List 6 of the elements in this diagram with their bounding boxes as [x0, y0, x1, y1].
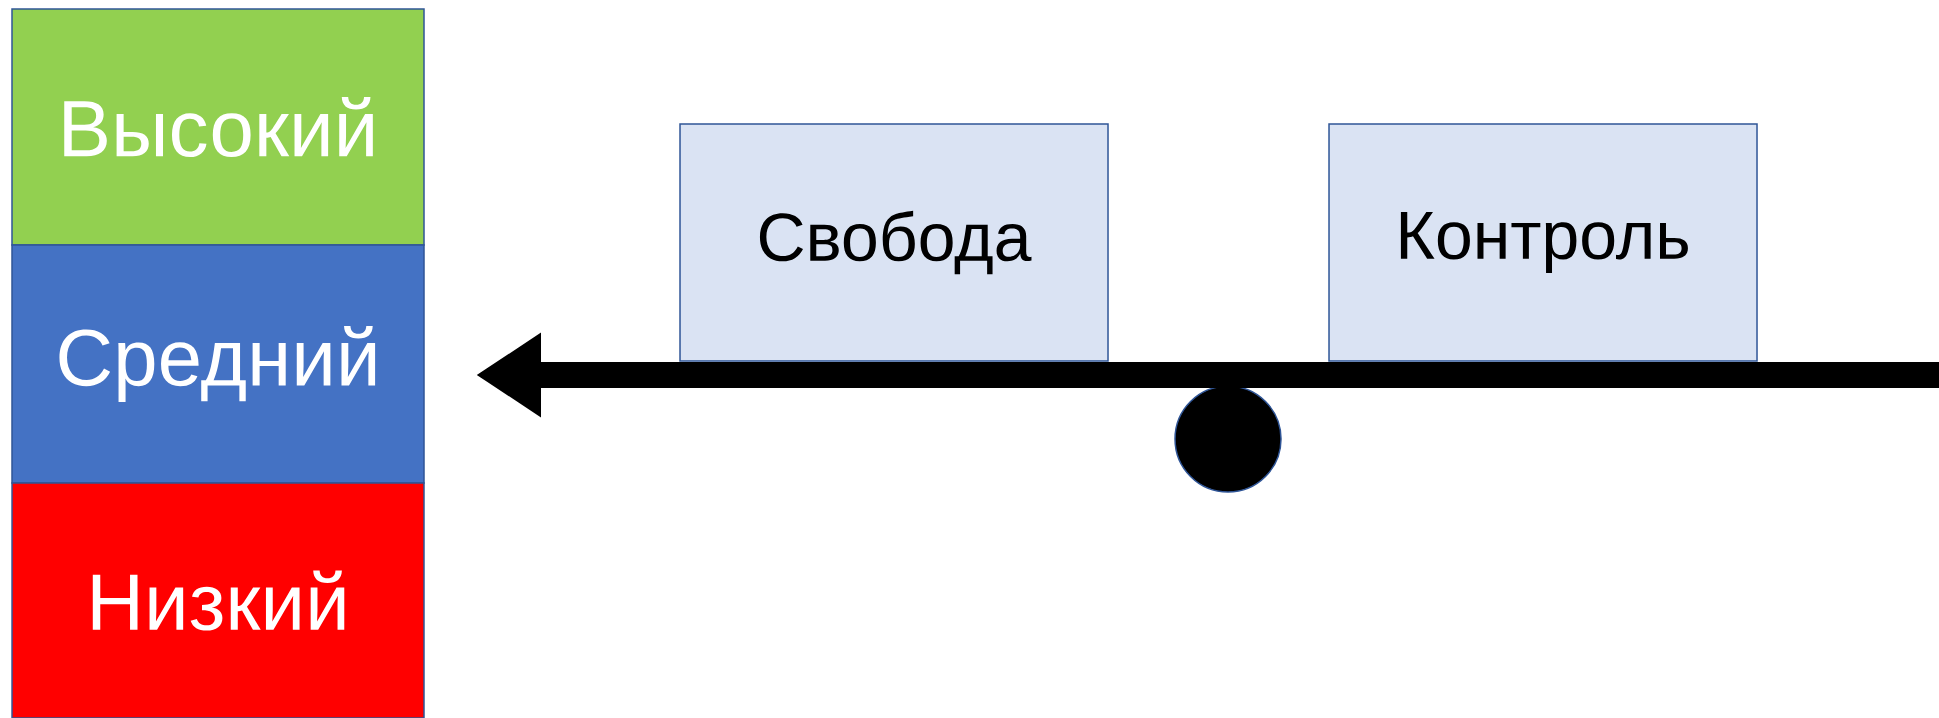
text-box: Свобода [679, 123, 1109, 362]
level-band: Низкий [11, 482, 425, 718]
fulcrum-circle [1174, 385, 1282, 493]
level-band: Высокий [11, 8, 425, 246]
text-box: Контроль [1328, 123, 1758, 362]
level-band: Средний [11, 244, 425, 484]
